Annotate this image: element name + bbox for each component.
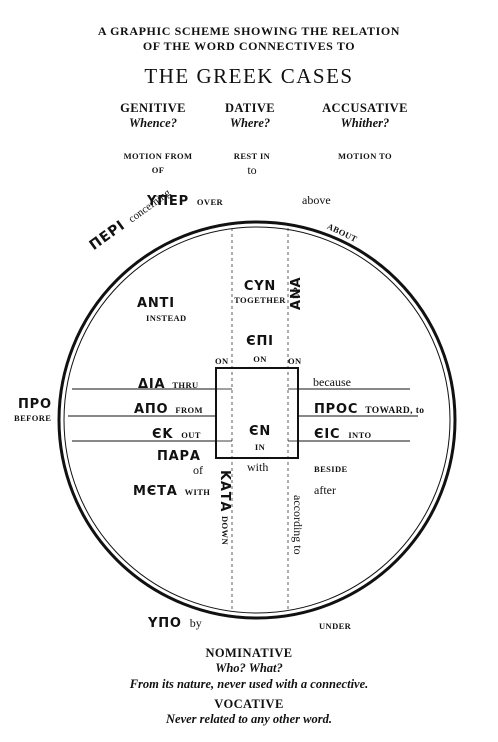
syn-meaning: TOGETHER xyxy=(234,295,286,305)
ek-greek: ЄΚ xyxy=(152,427,174,442)
hypo-greek: ΥΠΟ xyxy=(148,616,182,631)
accusative-heading: ACCUSATIVE xyxy=(322,101,408,115)
accusative-motion-label: MOTION TO xyxy=(337,151,393,161)
ek-meaning: OUT xyxy=(181,430,201,440)
epi-on-left: ON xyxy=(215,356,229,366)
apo-group: ΑΠΟ FROM xyxy=(134,400,203,418)
pros-meaning: TOWARD, to xyxy=(365,406,425,416)
para-of: of xyxy=(193,463,203,477)
eis-group: ЄΙC INTO xyxy=(314,425,372,443)
hyper-greek: ΥΠΕΡ xyxy=(147,194,189,209)
accusative-question: Whither? xyxy=(340,116,390,130)
anti-meaning: INSTEAD xyxy=(146,313,187,323)
para-with: with xyxy=(247,460,269,474)
apo-meaning: FROM xyxy=(175,405,203,415)
nominative-question: Who? What? xyxy=(215,661,283,675)
title-line-1: A GRAPHIC SCHEME SHOWING THE RELATION xyxy=(97,24,401,38)
meta-after: after xyxy=(314,483,336,497)
syn-greek: CYN xyxy=(243,279,277,294)
title-line-2: OF THE WORD CONNECTIVES TO xyxy=(142,39,356,53)
en-meaning: IN xyxy=(254,442,266,452)
eis-greek: ЄΙC xyxy=(314,427,341,442)
pro-meaning: BEFORE xyxy=(14,413,52,423)
pros-group: ΠΡΟC TOWARD, to xyxy=(314,400,424,418)
dia-meaning: THRU xyxy=(172,380,199,390)
epi-on-right: ON xyxy=(288,356,302,366)
vocative-note: Never related to any other word. xyxy=(166,712,332,726)
epi-greek: ЄПІ xyxy=(246,334,274,349)
kata-greek: ΚΑΤΑ xyxy=(217,470,232,513)
apo-greek: ΑΠΟ xyxy=(134,402,169,417)
hyper-group: ΥΠΕΡ OVER xyxy=(147,192,223,210)
dia-greek: ΔΙΑ xyxy=(138,377,166,392)
hypo-group: ΥΠΟ by xyxy=(148,614,202,632)
nominative-note: From its nature, never used with a conne… xyxy=(129,677,369,691)
genitive-question: Whence? xyxy=(129,116,177,130)
inner-circle xyxy=(63,226,451,614)
hyper-meaning: OVER xyxy=(196,197,224,207)
dative-heading: DATIVE xyxy=(224,101,276,115)
eis-meaning: INTO xyxy=(348,430,372,440)
para-greek: ΠΑΡΑ xyxy=(157,449,201,464)
nominative-heading: NOMINATIVE xyxy=(205,646,293,660)
pros-greek: ΠΡΟC xyxy=(314,402,359,417)
center-box xyxy=(215,367,299,459)
meta-greek: ΜЄΤΑ xyxy=(133,484,178,499)
kata-according-to: according to xyxy=(291,495,305,555)
main-title: THE GREEK CASES xyxy=(144,64,354,88)
kata-meaning: DOWN xyxy=(220,516,230,545)
pro-greek: ΠΡΟ xyxy=(18,397,52,412)
genitive-motion-label: MOTION FROM xyxy=(123,151,193,161)
ek-group: ЄΚ OUT xyxy=(152,425,201,443)
dative-question: Where? xyxy=(229,116,271,130)
genitive-of-label: OF xyxy=(151,165,165,175)
para-beside: BESIDE xyxy=(314,464,348,474)
hyper-above: above xyxy=(302,193,331,207)
genitive-heading: GENITIVE xyxy=(120,101,186,115)
outer-circle xyxy=(57,220,457,620)
dative-to-label: to xyxy=(247,163,257,177)
en-greek: ЄΝ xyxy=(248,424,272,439)
dia-because: because xyxy=(313,375,351,389)
dia-group: ΔΙΑ THRU xyxy=(138,375,199,393)
anti-greek: ANTI xyxy=(137,296,175,311)
meta-meaning: WITH xyxy=(184,487,211,497)
vocative-heading: VOCATIVE xyxy=(214,697,284,711)
hypo-by: by xyxy=(189,616,202,630)
ana-meaning: UP xyxy=(291,286,301,299)
hypo-under: UNDER xyxy=(319,621,352,631)
dative-rest-label: REST IN xyxy=(233,151,271,161)
epi-meaning: ON xyxy=(253,354,267,364)
meta-group: ΜЄΤΑ WITH xyxy=(133,482,210,500)
